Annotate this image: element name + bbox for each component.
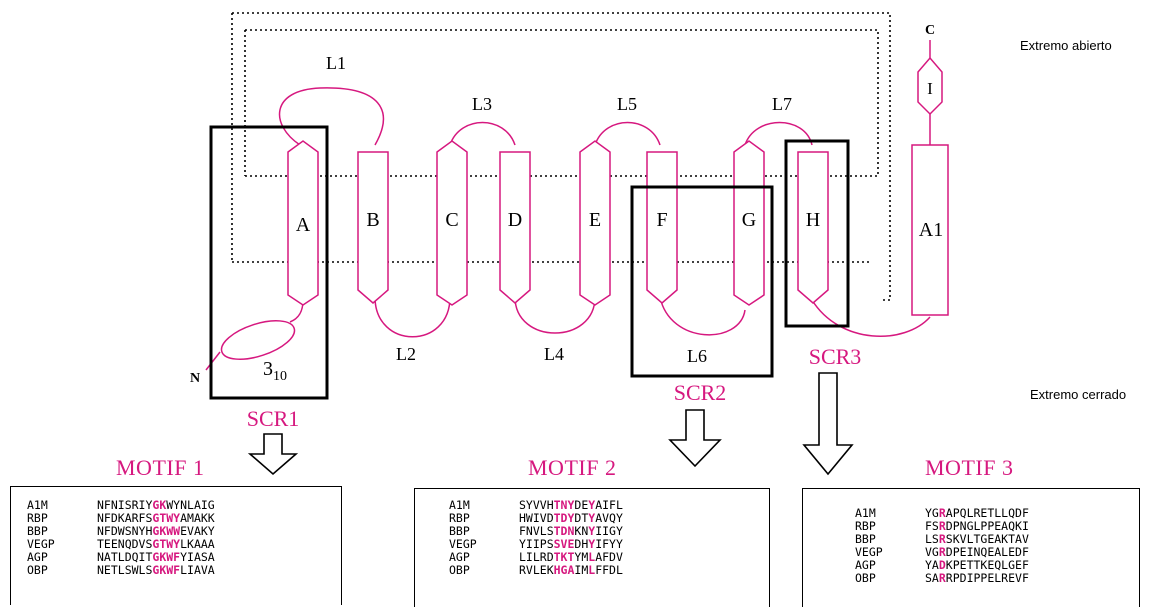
motif-3-title: MOTIF 3	[925, 455, 1013, 481]
helix-label-a1: A1	[919, 219, 943, 241]
helix-310-subscript: 10	[273, 369, 287, 384]
loop-label-l4: L4	[544, 344, 564, 364]
conserved-residues: L	[588, 564, 595, 577]
n-terminus-tail	[206, 352, 220, 370]
sequence-segment: FFDL	[595, 564, 623, 577]
strand-label-f: F	[656, 209, 667, 231]
strand-label-e: E	[589, 209, 601, 231]
conserved-residues: R	[939, 572, 946, 585]
loop-label-l7: L7	[772, 94, 792, 114]
protein-name: OBP	[27, 564, 97, 577]
scr1-label: SCR1	[247, 406, 300, 431]
conserved-residues: GKWF	[152, 564, 180, 577]
sequence-segment: IM	[574, 564, 588, 577]
conserved-residues: HGA	[554, 564, 575, 577]
loop-l6	[660, 297, 745, 335]
loop-l5	[595, 123, 660, 146]
scr2-label: SCR2	[674, 380, 727, 405]
strand-label-h: H	[806, 209, 820, 231]
loop-l2	[375, 297, 450, 337]
loop-l1	[280, 88, 384, 145]
protein-name: OBP	[855, 572, 925, 585]
sequence-segment: SA	[925, 572, 939, 585]
helix-310-shape	[217, 313, 299, 367]
arrow-down-icon	[670, 410, 720, 466]
motif-2-title: MOTIF 2	[528, 455, 616, 481]
helix-label-i: I	[927, 79, 933, 98]
sequence-row: OBPNETLSWLSGKWFLIAVA	[27, 564, 215, 577]
strand-label-b: B	[366, 209, 379, 231]
loop-label-l3: L3	[472, 94, 492, 114]
sequence-segment: RVLEK	[519, 564, 554, 577]
loop-label-l5: L5	[617, 94, 637, 114]
motif-2-box: A1MSYVVHTNYDEYAIFLRBPHWIVDTDYDTYAVQYBBPF…	[414, 488, 770, 607]
strand-label-d: D	[508, 209, 522, 231]
loop-label-l1: L1	[326, 53, 346, 73]
n-terminus-label: N	[190, 371, 200, 386]
strand-label-g: G	[742, 209, 756, 231]
sequence-segment: LIAVA	[180, 564, 215, 577]
loop-label-l2: L2	[396, 344, 416, 364]
open-end-label: Extremo abierto	[1020, 38, 1112, 53]
closed-end-label: Extremo cerrado	[1030, 387, 1126, 402]
helix-310-label: 310	[263, 358, 287, 384]
protein-name: OBP	[449, 564, 519, 577]
motif-3-box: A1MYGRAPQLRETLLQDFRBPFSRDPNGLPPEAQKIBBPL…	[802, 488, 1140, 607]
arrow-down-icon	[804, 373, 852, 474]
motif-1-title: MOTIF 1	[116, 455, 204, 481]
sequence-segment: NETLSWLS	[97, 564, 152, 577]
arrow-down-icon	[250, 434, 296, 474]
loop-l4	[515, 297, 595, 333]
loop-l3	[450, 123, 515, 146]
strand-label-c: C	[445, 209, 458, 231]
c-terminus-label: C	[925, 23, 935, 38]
loop-label-l6: L6	[687, 346, 707, 366]
scr3-label: SCR3	[809, 344, 862, 369]
sequence-row: OBPRVLEKHGAIMLFFDL	[449, 564, 623, 577]
strand-label-a: A	[296, 214, 311, 236]
sequence-segment: RPDIPPELREVF	[946, 572, 1029, 585]
